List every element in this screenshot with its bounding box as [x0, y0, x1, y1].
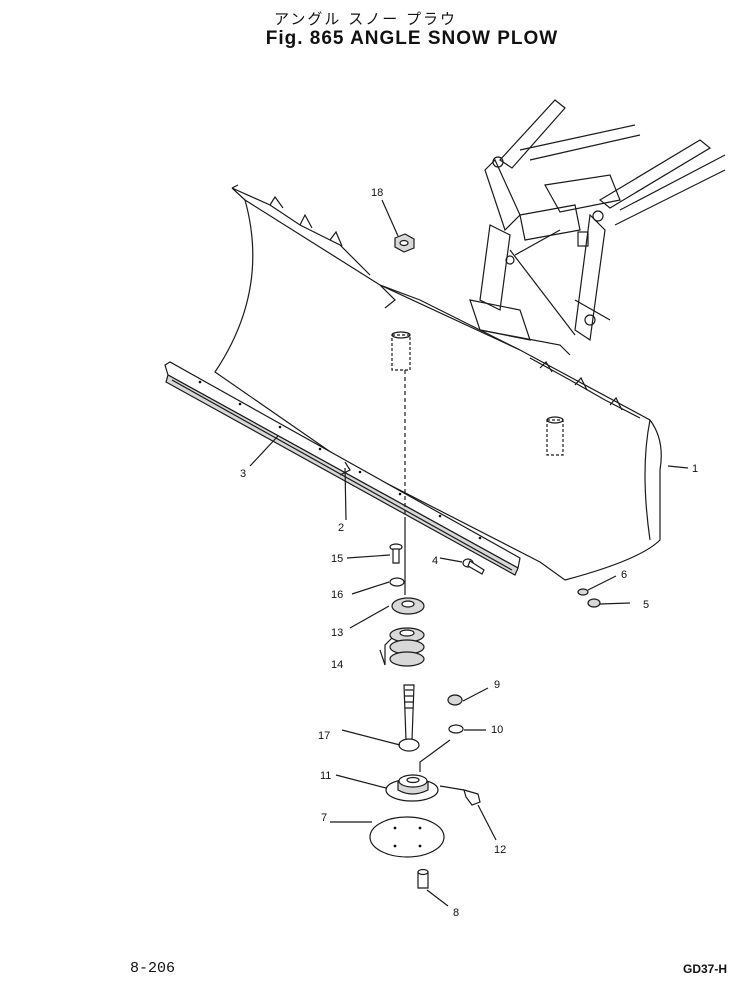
bolt-4 [462, 558, 485, 575]
callout-4: 4 [432, 555, 438, 567]
nut-18 [394, 233, 415, 253]
figure-title: Fig. 865 ANGLE SNOW PLOW [265, 28, 559, 49]
callout-9: 9 [494, 679, 500, 691]
nut-5 [587, 598, 601, 608]
page-number: 8-206 [130, 960, 176, 977]
figure-title-japanese: アングル スノー プラウ [274, 10, 457, 28]
spring-14 [389, 627, 425, 667]
callout-2: 2 [338, 522, 344, 534]
washer-6 [577, 588, 589, 596]
callout-16: 16 [331, 589, 343, 601]
washer-16 [389, 577, 405, 587]
callout-14: 14 [331, 659, 343, 671]
plate-7 [369, 816, 445, 858]
callout-10: 10 [491, 724, 503, 736]
callout-15: 15 [331, 553, 343, 565]
callout-8: 8 [453, 907, 459, 919]
callout-1: 1 [692, 463, 698, 475]
callout-5: 5 [643, 599, 649, 611]
bolt-8 [417, 868, 429, 889]
callout-18: 18 [371, 187, 383, 199]
callout-6: 6 [621, 569, 627, 581]
fitting-12 [439, 785, 481, 806]
nut-9 [447, 694, 463, 706]
callout-7: 7 [321, 812, 327, 824]
retainer-13 [391, 597, 425, 615]
callout-3: 3 [240, 468, 246, 480]
cutting-edge-bolt-holes [198, 380, 482, 540]
callout-17: 17 [318, 730, 330, 742]
bolt-15 [389, 543, 403, 564]
callout-11: 11 [320, 770, 331, 782]
model-code: GD37-H [682, 962, 727, 976]
shoe-11 [385, 739, 451, 802]
hitch-frame-assembly [469, 99, 726, 356]
cutting-edge [164, 361, 521, 576]
washer-10 [448, 724, 464, 734]
callout-13: 13 [331, 627, 343, 639]
leader-lines [249, 199, 689, 907]
callout-12: 12 [494, 844, 506, 856]
moldboard [214, 184, 662, 581]
shaft-17 [398, 684, 420, 752]
